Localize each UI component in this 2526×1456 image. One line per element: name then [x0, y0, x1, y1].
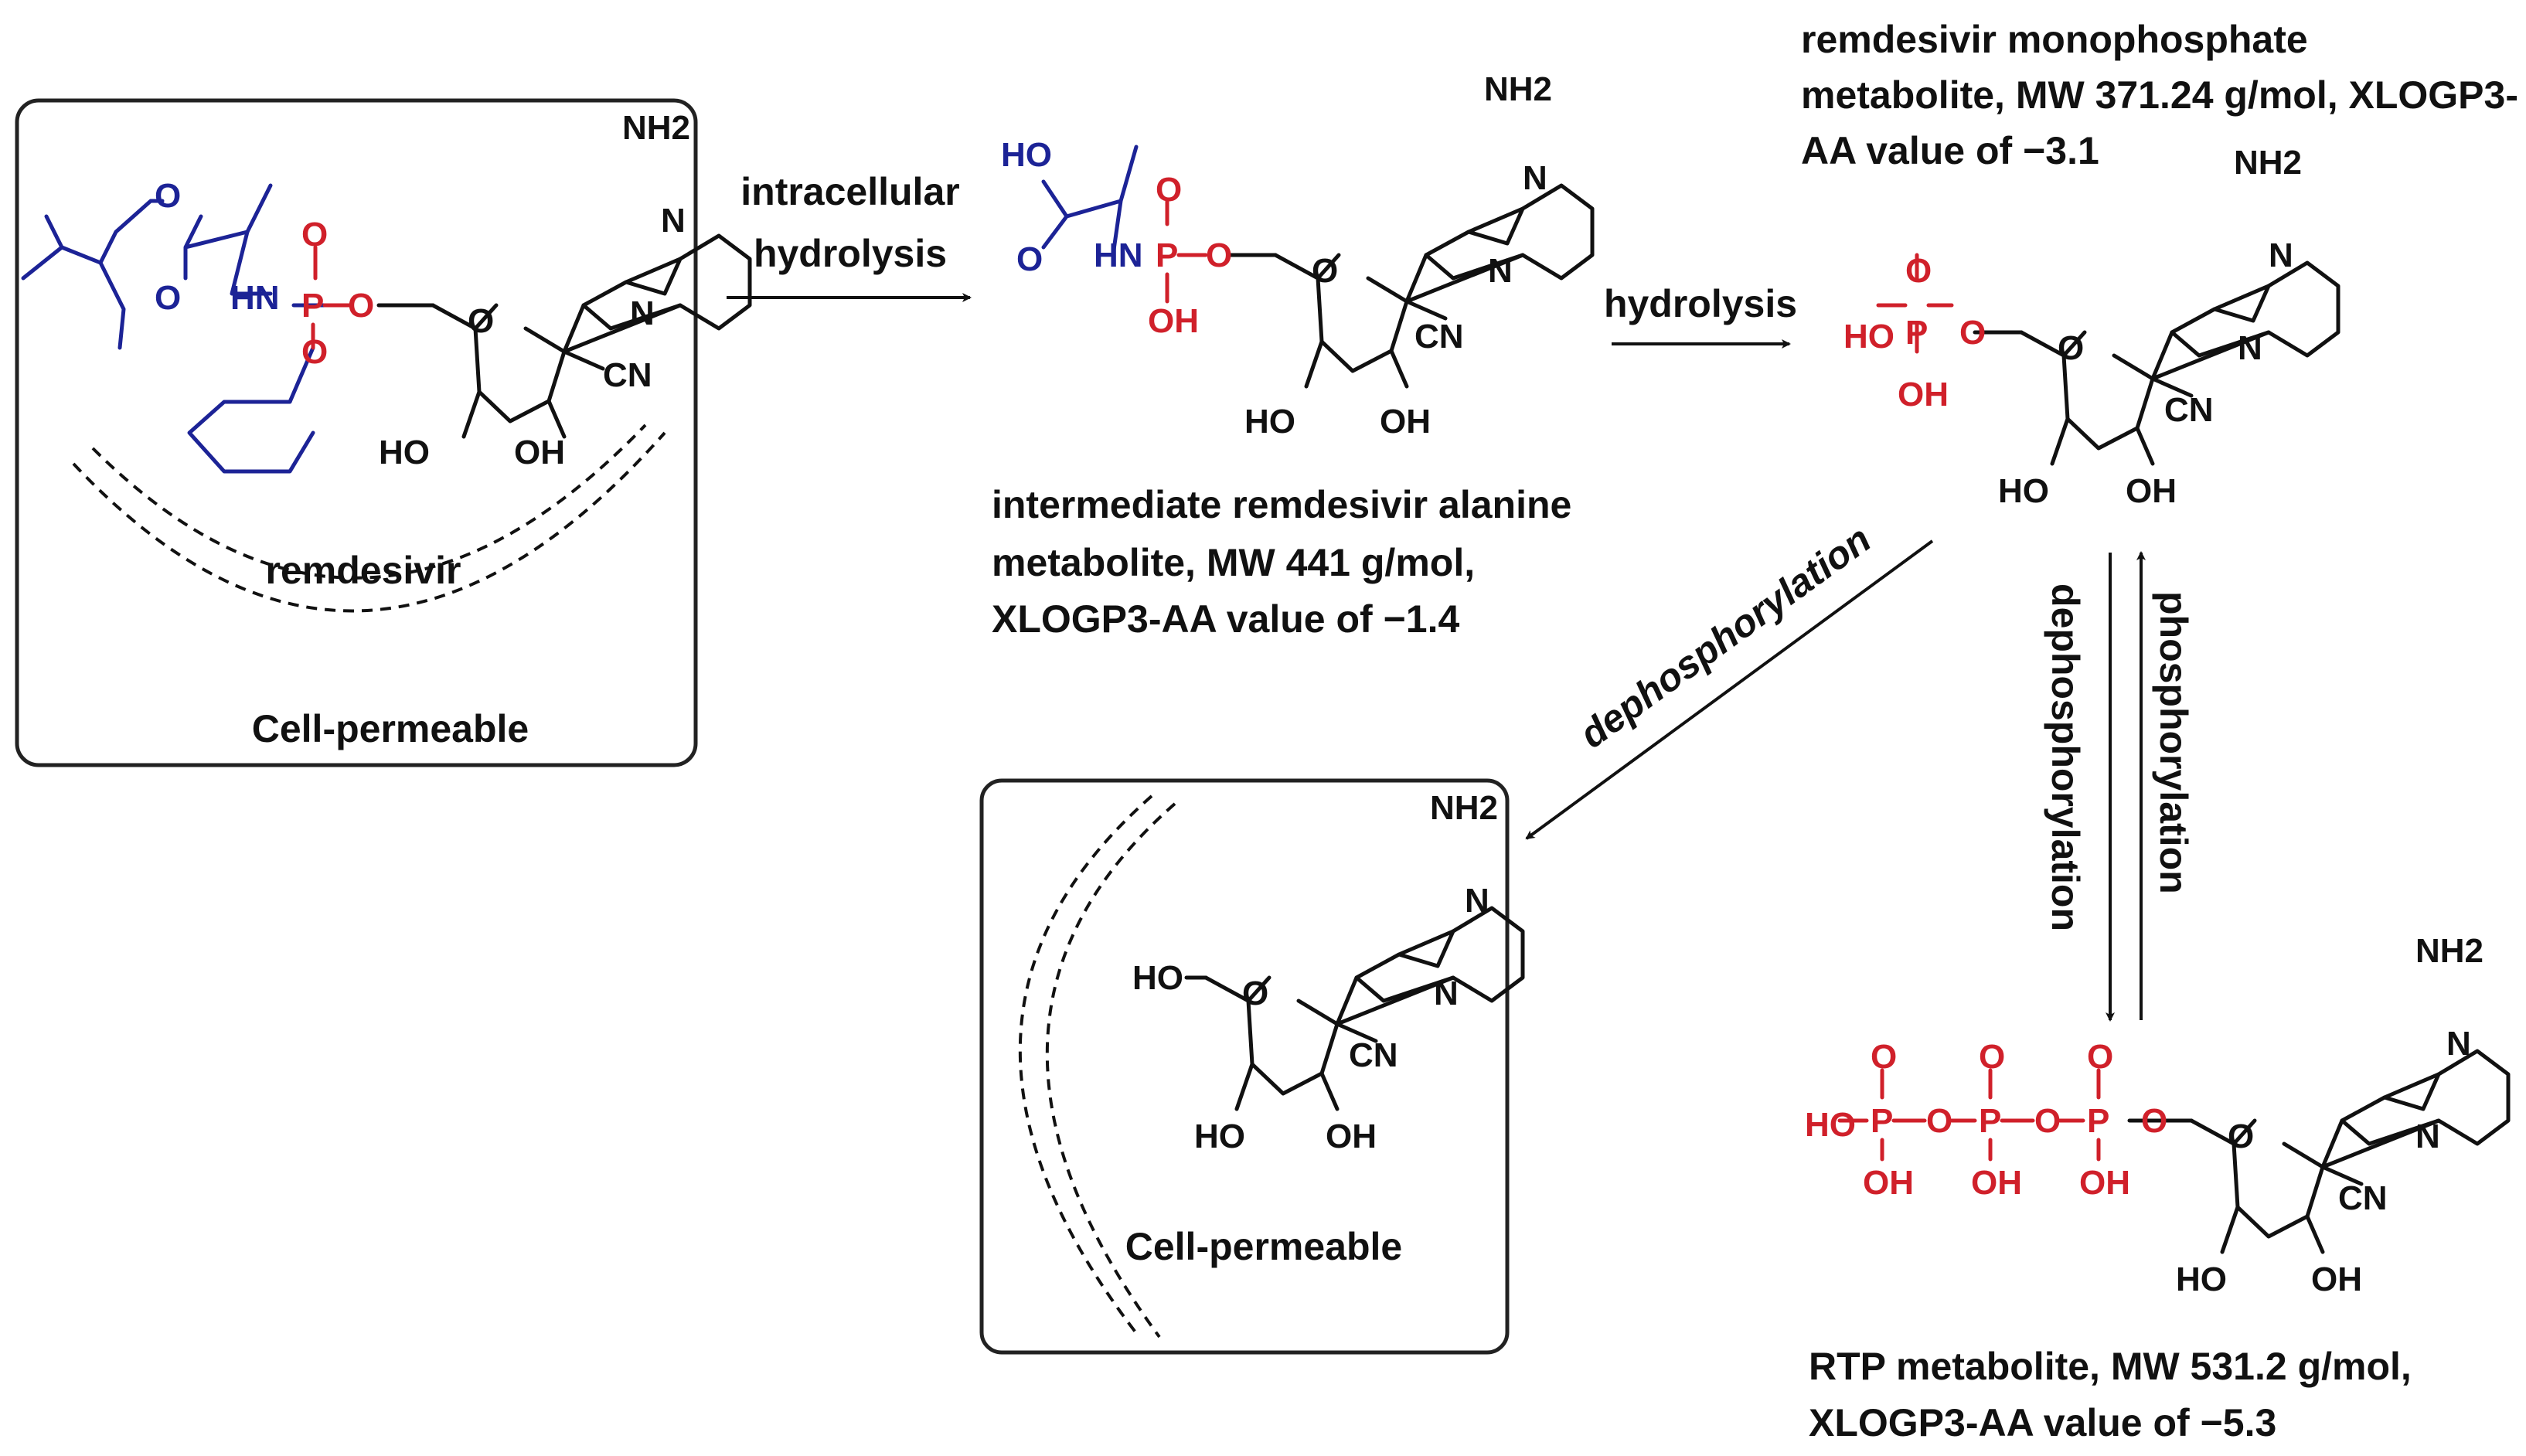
mono-n3: N — [2269, 236, 2293, 274]
alanine-caption-line2: metabolite, MW 441 g/mol, — [992, 541, 1475, 584]
rtp-o5: O — [2141, 1102, 2167, 1140]
rtp-p-alpha: P — [1871, 1102, 1893, 1140]
arrow2-label: hydrolysis — [1604, 282, 1797, 325]
alanine-hn: HN — [1094, 236, 1143, 274]
nuc-n1: N — [1434, 975, 1459, 1012]
carbonyl-o: O — [155, 279, 181, 317]
o5-oxygen: O — [348, 287, 374, 325]
cell-permeable-label-2: Cell-permeable — [1125, 1225, 1402, 1268]
mono-oh: OH — [1898, 376, 1949, 413]
phenoxy-o: O — [301, 333, 328, 371]
cn: CN — [603, 356, 652, 394]
phosphorus: P — [301, 287, 324, 325]
ala-ho: HO — [1244, 403, 1295, 441]
rtp-o-bridge1: O — [1926, 1102, 1952, 1140]
p-oxo: O — [301, 216, 328, 253]
nuc-ho5: HO — [1132, 959, 1183, 997]
nuc-nh2: NH2 — [1430, 789, 1498, 827]
ala-n1: N — [1488, 252, 1513, 290]
mono-nh2: NH2 — [2234, 144, 2302, 182]
ring-o: O — [468, 302, 494, 340]
ala-p-oxo: O — [1156, 171, 1182, 209]
ester-o: O — [155, 177, 181, 215]
rtp-cn: CN — [2338, 1179, 2388, 1217]
monophosphate-caption: remdesivir monophosphate metabolite, MW … — [1801, 18, 2518, 172]
ala-p-oh: OH — [1148, 302, 1199, 340]
mono-cn: CN — [2164, 391, 2214, 429]
mono-ho: HO — [1843, 318, 1894, 355]
nucleoside-box — [979, 778, 1510, 1355]
n-3: N — [661, 202, 686, 240]
acid-ho: HO — [1001, 136, 1052, 174]
ho-2: HO — [379, 434, 430, 471]
rtp-oxo1: O — [1871, 1038, 1897, 1076]
nucleoside-structure: HO O HO OH CN NH2 N N — [1132, 789, 1523, 1155]
arrow3-label: dephosphorylation — [1572, 517, 1879, 757]
rtp-caption-line2: XLOGP3-AA value of −5.3 — [1809, 1401, 2276, 1444]
rtp-caption: RTP metabolite, MW 531.2 g/mol, XLOGP3-A… — [1809, 1345, 2412, 1444]
n-1: N — [630, 294, 655, 332]
mono-caption-line2: metabolite, MW 371.24 g/mol, XLOGP3- — [1801, 73, 2518, 117]
arrow-dephosphorylation-diagonal — [1525, 539, 1934, 840]
mono-phosphorus: P — [1905, 314, 1928, 352]
rtp-o-bridge2: O — [2034, 1102, 2061, 1140]
rtp-ho: HO — [1805, 1106, 1856, 1144]
arrow5-label: phosphorylation — [2152, 591, 2195, 894]
nuc-cn: CN — [1349, 1036, 1398, 1074]
arrow1-label-line2: hydrolysis — [754, 232, 947, 275]
rtp-oxo2: O — [1979, 1038, 2005, 1076]
remdesivir-structure: O O HN P O O O O HO OH CN NH2 N N — [21, 109, 750, 474]
ala-o5: O — [1206, 236, 1232, 274]
mono-caption-line1: remdesivir monophosphate — [1801, 18, 2308, 61]
rtp-p-gamma: P — [2087, 1102, 2109, 1140]
nuc-oh3: OH — [1326, 1118, 1377, 1155]
nh2: NH2 — [622, 109, 690, 147]
rtp-ring-o: O — [2228, 1118, 2254, 1155]
rtp-n1: N — [2415, 1118, 2440, 1155]
ala-cn: CN — [1414, 318, 1464, 355]
mono-ho2: HO — [1998, 472, 2049, 510]
acid-o: O — [1016, 240, 1043, 278]
mono-n1: N — [2238, 329, 2262, 367]
ala-n3: N — [1523, 159, 1547, 197]
ala-ring-o: O — [1312, 252, 1338, 290]
cell-permeable-label-1: Cell-permeable — [252, 707, 529, 750]
rtp-oxo3: O — [2087, 1038, 2113, 1076]
ala-oh: OH — [1380, 403, 1431, 441]
rtp-oh1: OH — [1863, 1164, 1914, 1202]
arrow4-label: dephosphorylation — [2044, 583, 2087, 931]
oh-3: OH — [514, 434, 565, 471]
rtp-oh3r: OH — [2311, 1260, 2362, 1298]
remdesivir-box — [15, 98, 698, 767]
remdesivir-label: remdesivir — [266, 549, 461, 592]
rtp-ho2: HO — [2176, 1260, 2227, 1298]
mono-o5: O — [1959, 314, 1986, 352]
nuc-ring-o: O — [1242, 975, 1268, 1012]
alanine-caption-line3: XLOGP3-AA value of −1.4 — [992, 597, 1459, 641]
rtp-nh2: NH2 — [2415, 932, 2483, 970]
rtp-caption-line1: RTP metabolite, MW 531.2 g/mol, — [1809, 1345, 2412, 1388]
monophosphate-structure: HO P O OH O O HO OH CN NH2 N N — [1843, 144, 2338, 510]
ala-phosphorus: P — [1156, 236, 1178, 274]
nuc-ho2: HO — [1194, 1118, 1245, 1155]
ala-nh2: NH2 — [1484, 70, 1552, 108]
rtp-oh3: OH — [2079, 1164, 2130, 1202]
alanine-metabolite-structure: HO O HN P O OH O O HO OH CN NH2 N N — [1001, 70, 1592, 441]
alanine-caption: intermediate remdesivir alanine metaboli… — [992, 483, 1571, 641]
rtp-oh2: OH — [1971, 1164, 2022, 1202]
arrow1-label-line1: intracellular — [740, 170, 959, 213]
mono-oh3: OH — [2126, 472, 2177, 510]
rtp-structure: HO P O P O P O O O OH OH OH O O HO OH CN… — [1805, 932, 2508, 1298]
alanine-caption-line1: intermediate remdesivir alanine — [992, 483, 1571, 526]
rtp-n3: N — [2446, 1025, 2471, 1063]
mono-p-oxo: O — [1905, 252, 1932, 290]
amide-hn: HN — [230, 279, 280, 317]
rtp-p-beta: P — [1979, 1102, 2001, 1140]
mono-ring-o: O — [2058, 329, 2084, 367]
mono-caption-line3: AA value of −3.1 — [1801, 129, 2099, 172]
nuc-n3: N — [1465, 882, 1489, 920]
